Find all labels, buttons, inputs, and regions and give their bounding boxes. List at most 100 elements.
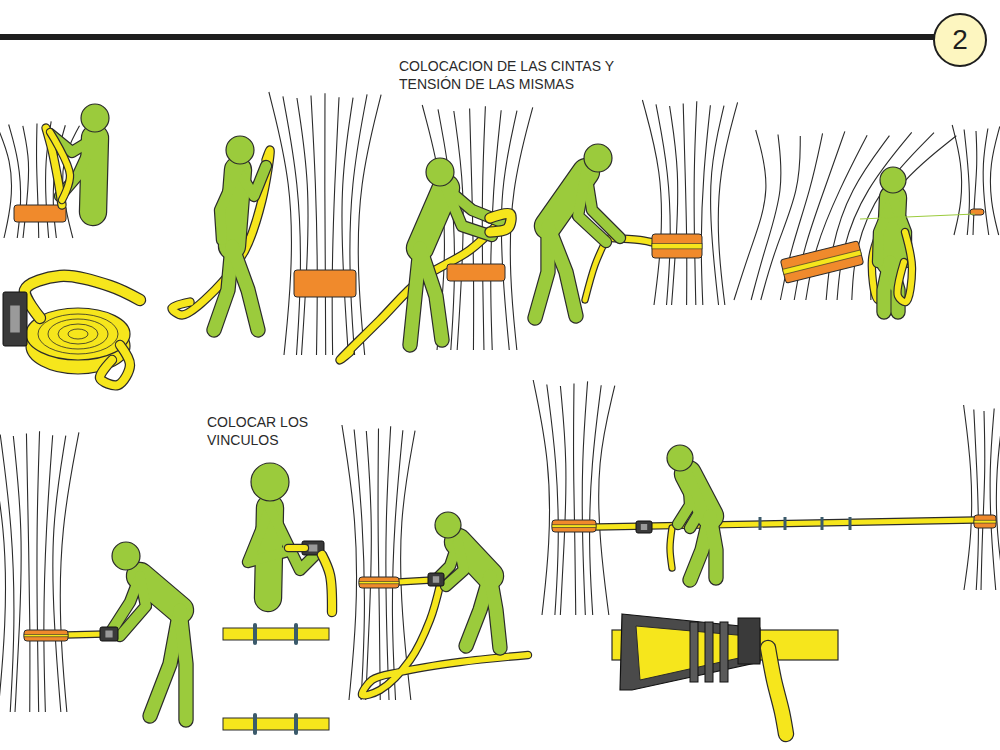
tree-protector [974,515,996,528]
tree-protector [359,577,399,588]
bark-line [332,97,339,355]
body-fill [214,246,232,330]
strap-stripe [552,525,596,528]
ratchet [428,573,444,586]
head [426,158,454,186]
strap-stripe [652,244,702,249]
strap-outline [100,345,130,385]
tree [342,425,415,700]
person [878,167,906,312]
link-tie [784,517,787,530]
body-outline [232,246,258,330]
bark-line [990,126,999,235]
strap-outline [25,276,140,318]
bark-line [13,436,21,712]
bark-line [964,405,972,590]
strap-fill [585,242,605,300]
strap-outline [585,242,605,300]
link-tie [849,517,852,530]
yellow-strap [25,276,140,318]
strap-outline [398,580,432,582]
top-rule [0,34,936,40]
head [435,512,461,538]
strap-outline [50,132,70,200]
orange-band [974,515,996,528]
bark-line [952,125,961,235]
yellow-strap [768,648,786,734]
head [226,136,254,164]
bark-line [366,431,372,700]
strap-outline [322,555,332,612]
orange-band [447,264,505,281]
bark-line [670,106,678,305]
strap-fill [25,276,140,318]
bark-line [734,130,766,300]
strap-fill [398,580,432,582]
yellow-strap [670,528,672,568]
ratchet-body [636,521,652,533]
bark-line [547,384,558,615]
bark-line [0,434,14,712]
yellow-strap [322,555,332,612]
yellow-strap [398,580,432,582]
coil-ring [48,319,108,349]
bark-line [324,93,326,355]
tree [0,120,80,238]
bark-line [981,411,985,590]
link-tie [759,517,762,530]
ratchet-closeup [612,614,838,734]
ratchet-spool [433,576,439,583]
bark-line [694,101,697,305]
bark-line [656,104,670,305]
bark-line [683,103,687,305]
link-tie [253,623,257,645]
head [667,445,693,471]
ratchet-gear [690,622,698,682]
yellow-strap [100,345,130,385]
front-details [14,128,996,641]
tree [952,125,1000,235]
strap-outline [898,232,912,302]
distant-line [860,214,975,219]
strap-fill [288,545,305,551]
head [112,542,140,570]
person [667,445,716,580]
body-fill [232,246,258,330]
ratchet-spool [10,306,20,333]
yellow-strap [50,132,70,200]
body-fill [578,172,606,242]
yellow-strap [66,634,105,635]
body-outline [420,188,446,248]
body-outline [180,610,186,720]
body-fill [548,226,576,316]
bark-line [0,120,12,238]
head [251,463,289,501]
body-outline [420,248,442,340]
bar-strap [223,628,329,640]
bark-line [283,96,301,355]
orange-band [652,234,702,258]
page-number: 2 [952,26,968,54]
ratchet-body [3,292,27,346]
coil-ring [68,329,88,339]
body-outline [878,198,893,262]
people [50,104,906,720]
bark-line [342,98,353,355]
bark-line [751,134,781,300]
tree-protector [780,241,863,284]
person [535,144,620,318]
tree-protector [652,234,702,258]
strap-outline [490,213,511,232]
body-outline [535,226,548,318]
strap-fill [340,222,500,360]
tree [964,405,1000,590]
orange-band [294,270,356,297]
bark-line [983,128,989,235]
ratchet-spool [309,545,318,552]
link-bar [223,713,329,735]
bark-line [582,381,587,615]
bark-line [354,429,364,700]
ratchet-body [100,627,118,641]
strap-fill [322,555,332,612]
